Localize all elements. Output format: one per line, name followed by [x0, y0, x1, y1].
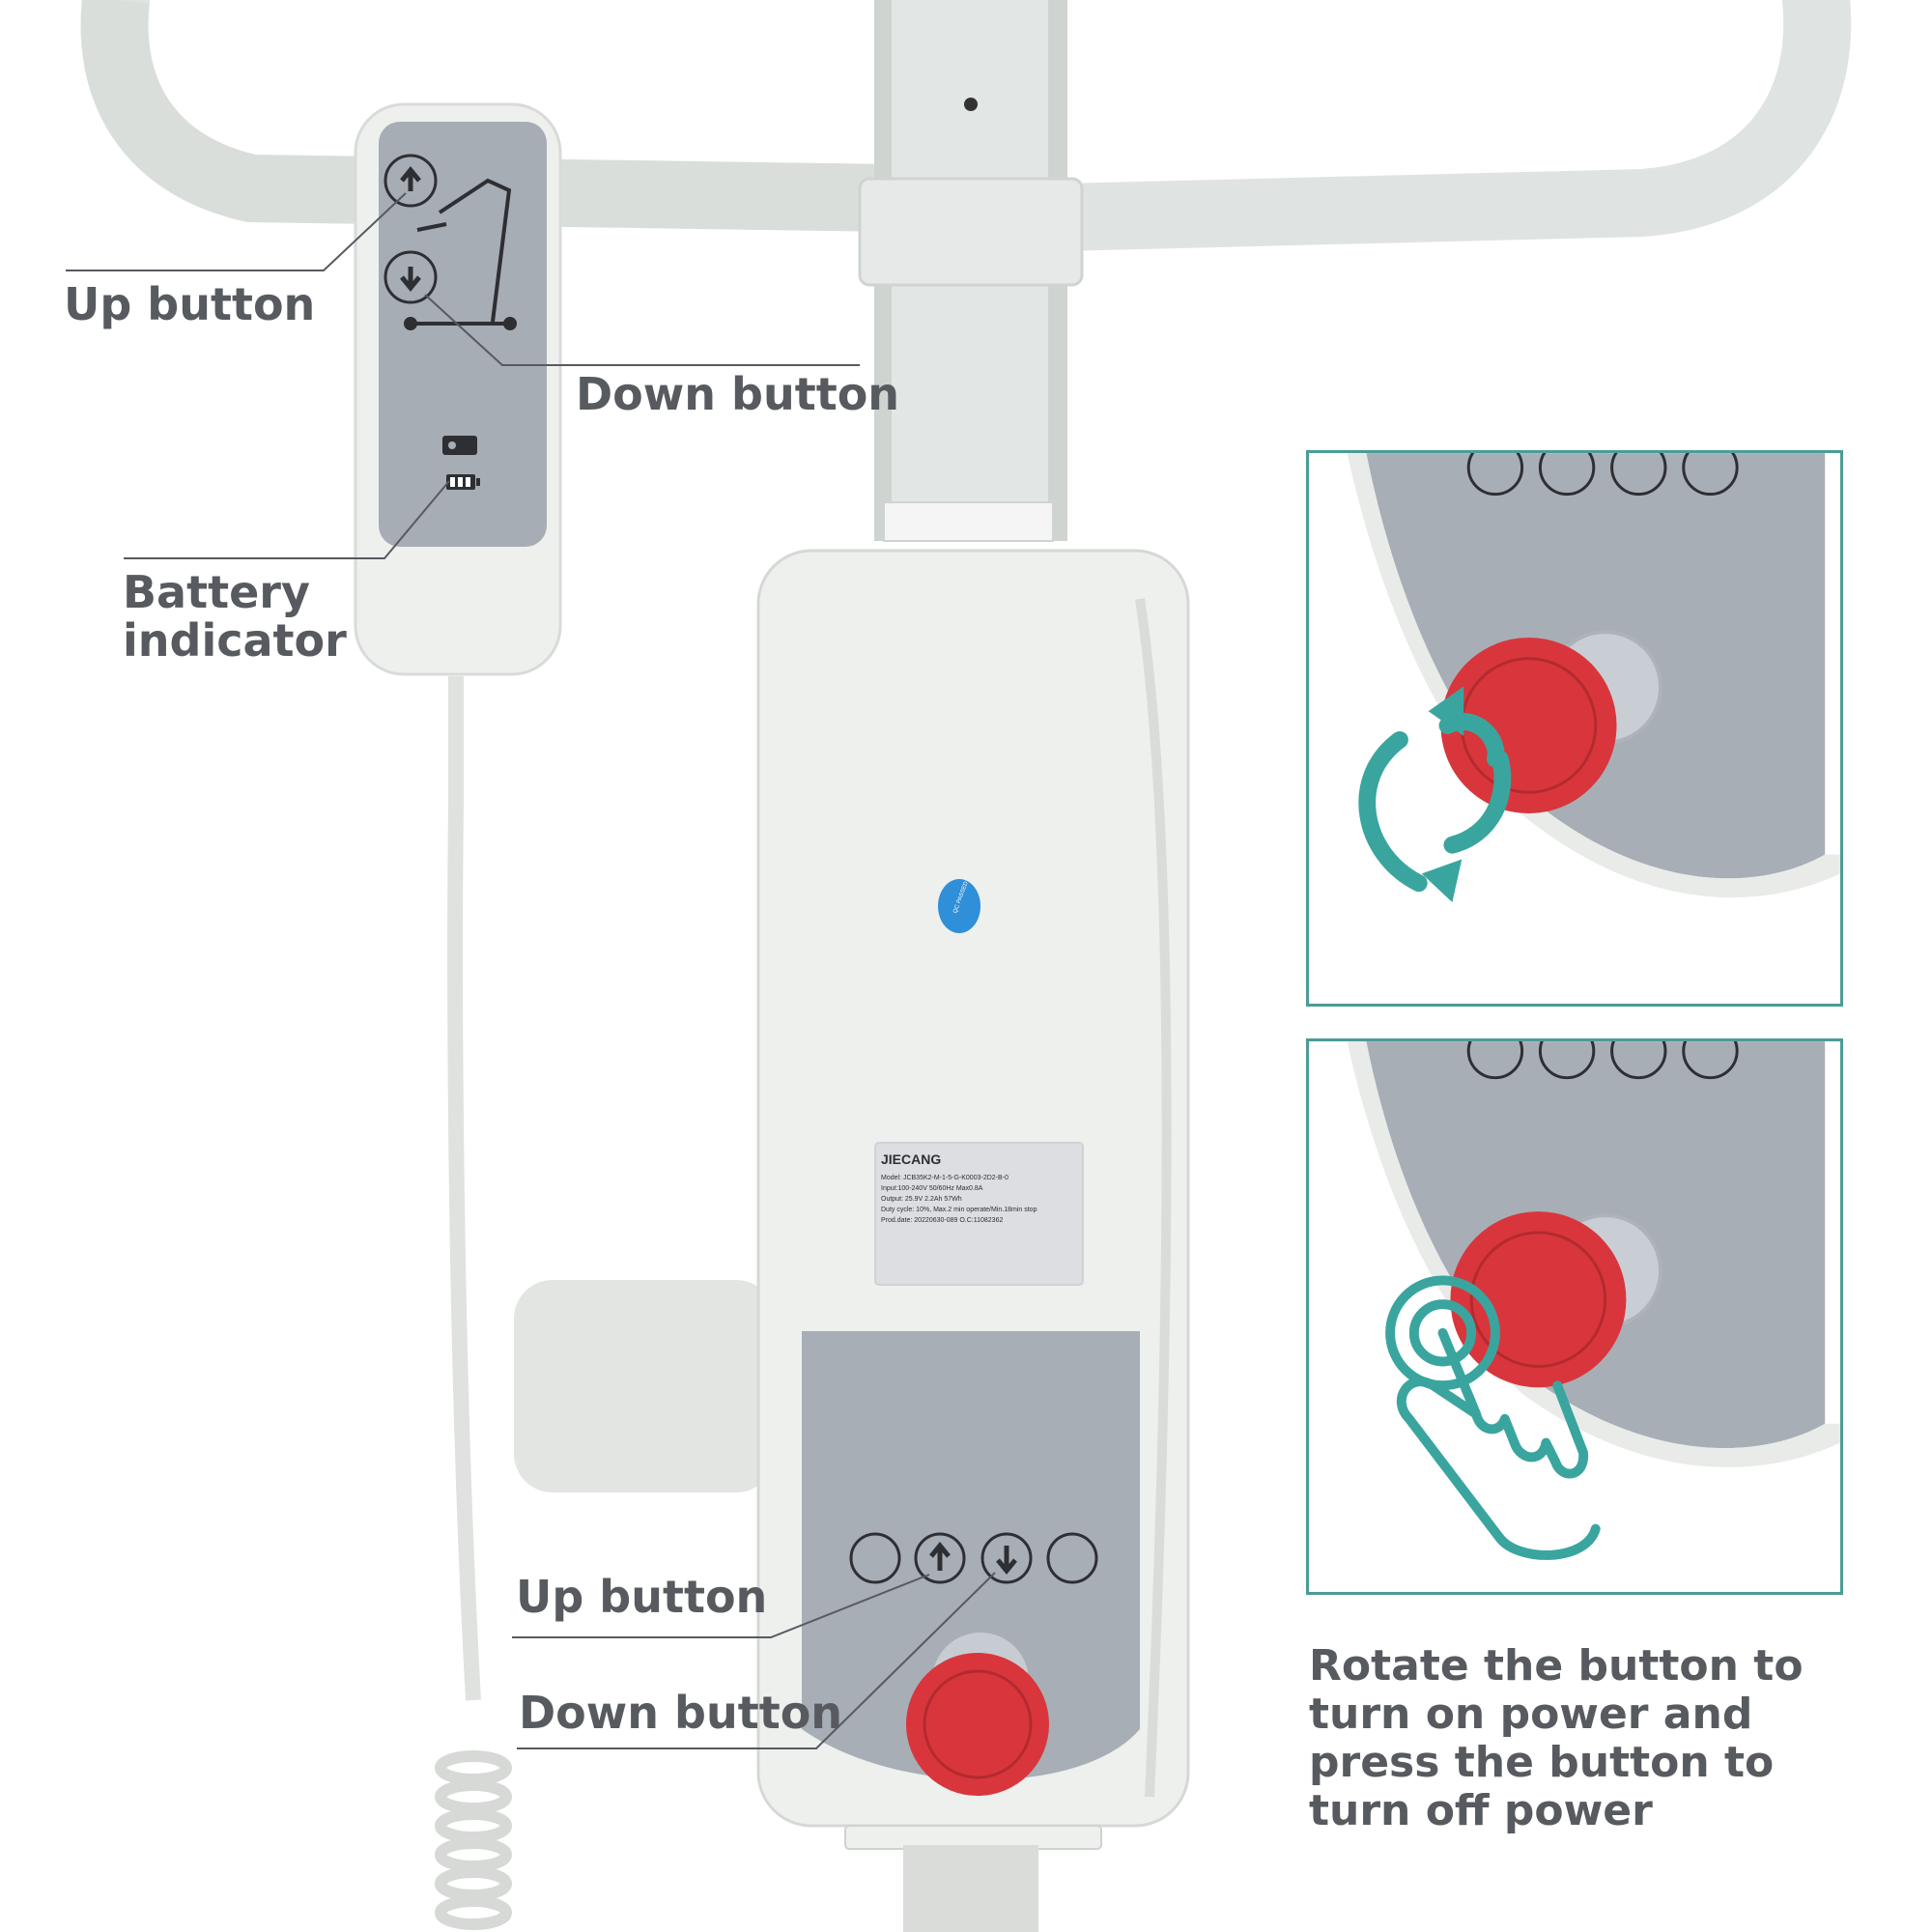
down-arrow-icon[interactable] [384, 250, 438, 304]
rotate-to-power-on-inset [1306, 450, 1843, 1007]
battery-indicator-label-line2: indicator [123, 614, 347, 667]
caption-line-3: press the button to [1309, 1738, 1775, 1787]
lift-pictogram-icon [404, 178, 517, 330]
label-output: Output: 25.9V 2.2Ah 57Wh [881, 1196, 962, 1203]
label-duty-cycle: Duty cycle: 10%, Max.2 min operate/Min.1… [881, 1207, 1037, 1213]
battery-indicator-label-line1: Battery [123, 566, 310, 618]
lift-frame [80, 0, 1852, 542]
battery-icon [442, 436, 480, 490]
coiled-cord [435, 1750, 512, 1930]
press-hand-icon [1385, 1275, 1601, 1560]
actuator-up-button-label: Up button [516, 1571, 768, 1623]
label-model: Model: JCB35K2-M-1-5-G-K0003-2D2-B-0 [881, 1175, 1009, 1181]
brand-logo: JIECANG [881, 1151, 942, 1167]
actuator-down-button-label: Down button [519, 1687, 843, 1739]
leader-lines [66, 192, 996, 1749]
up-arrow-icon[interactable] [384, 154, 438, 208]
emergency-stop-button[interactable] [906, 1633, 1049, 1796]
caption-line-2: turn on power and [1309, 1690, 1753, 1739]
emergency-stop-closeup [1440, 638, 1617, 814]
label-prod-date: Prod.date: 20220630-089 O.C:11082362 [881, 1217, 1004, 1224]
hand-remote [354, 102, 562, 1930]
power-instruction-caption: Rotate the button to turn on power and p… [1309, 1642, 1889, 1835]
actuator-unit [514, 549, 1190, 1932]
remote-down-button-label: Down button [576, 368, 900, 420]
emergency-stop-closeup-pressed [1450, 1211, 1627, 1388]
caption-line-1: Rotate the button to [1309, 1641, 1804, 1690]
qc-sticker [938, 879, 980, 933]
caption-line-4: turn off power [1309, 1786, 1653, 1835]
press-to-power-off-inset [1306, 1038, 1843, 1595]
label-input: Input:100-240V 50/60Hz Max0.8A [881, 1185, 983, 1192]
remote-up-button-label: Up button [64, 278, 316, 330]
battery-indicator-label: Battery indicator [123, 568, 347, 665]
actuator-button-row [849, 1532, 1098, 1584]
device-label: JIECANG Model: JCB35K2-M-1-5-G-K0003-2D2… [881, 1151, 1074, 1226]
